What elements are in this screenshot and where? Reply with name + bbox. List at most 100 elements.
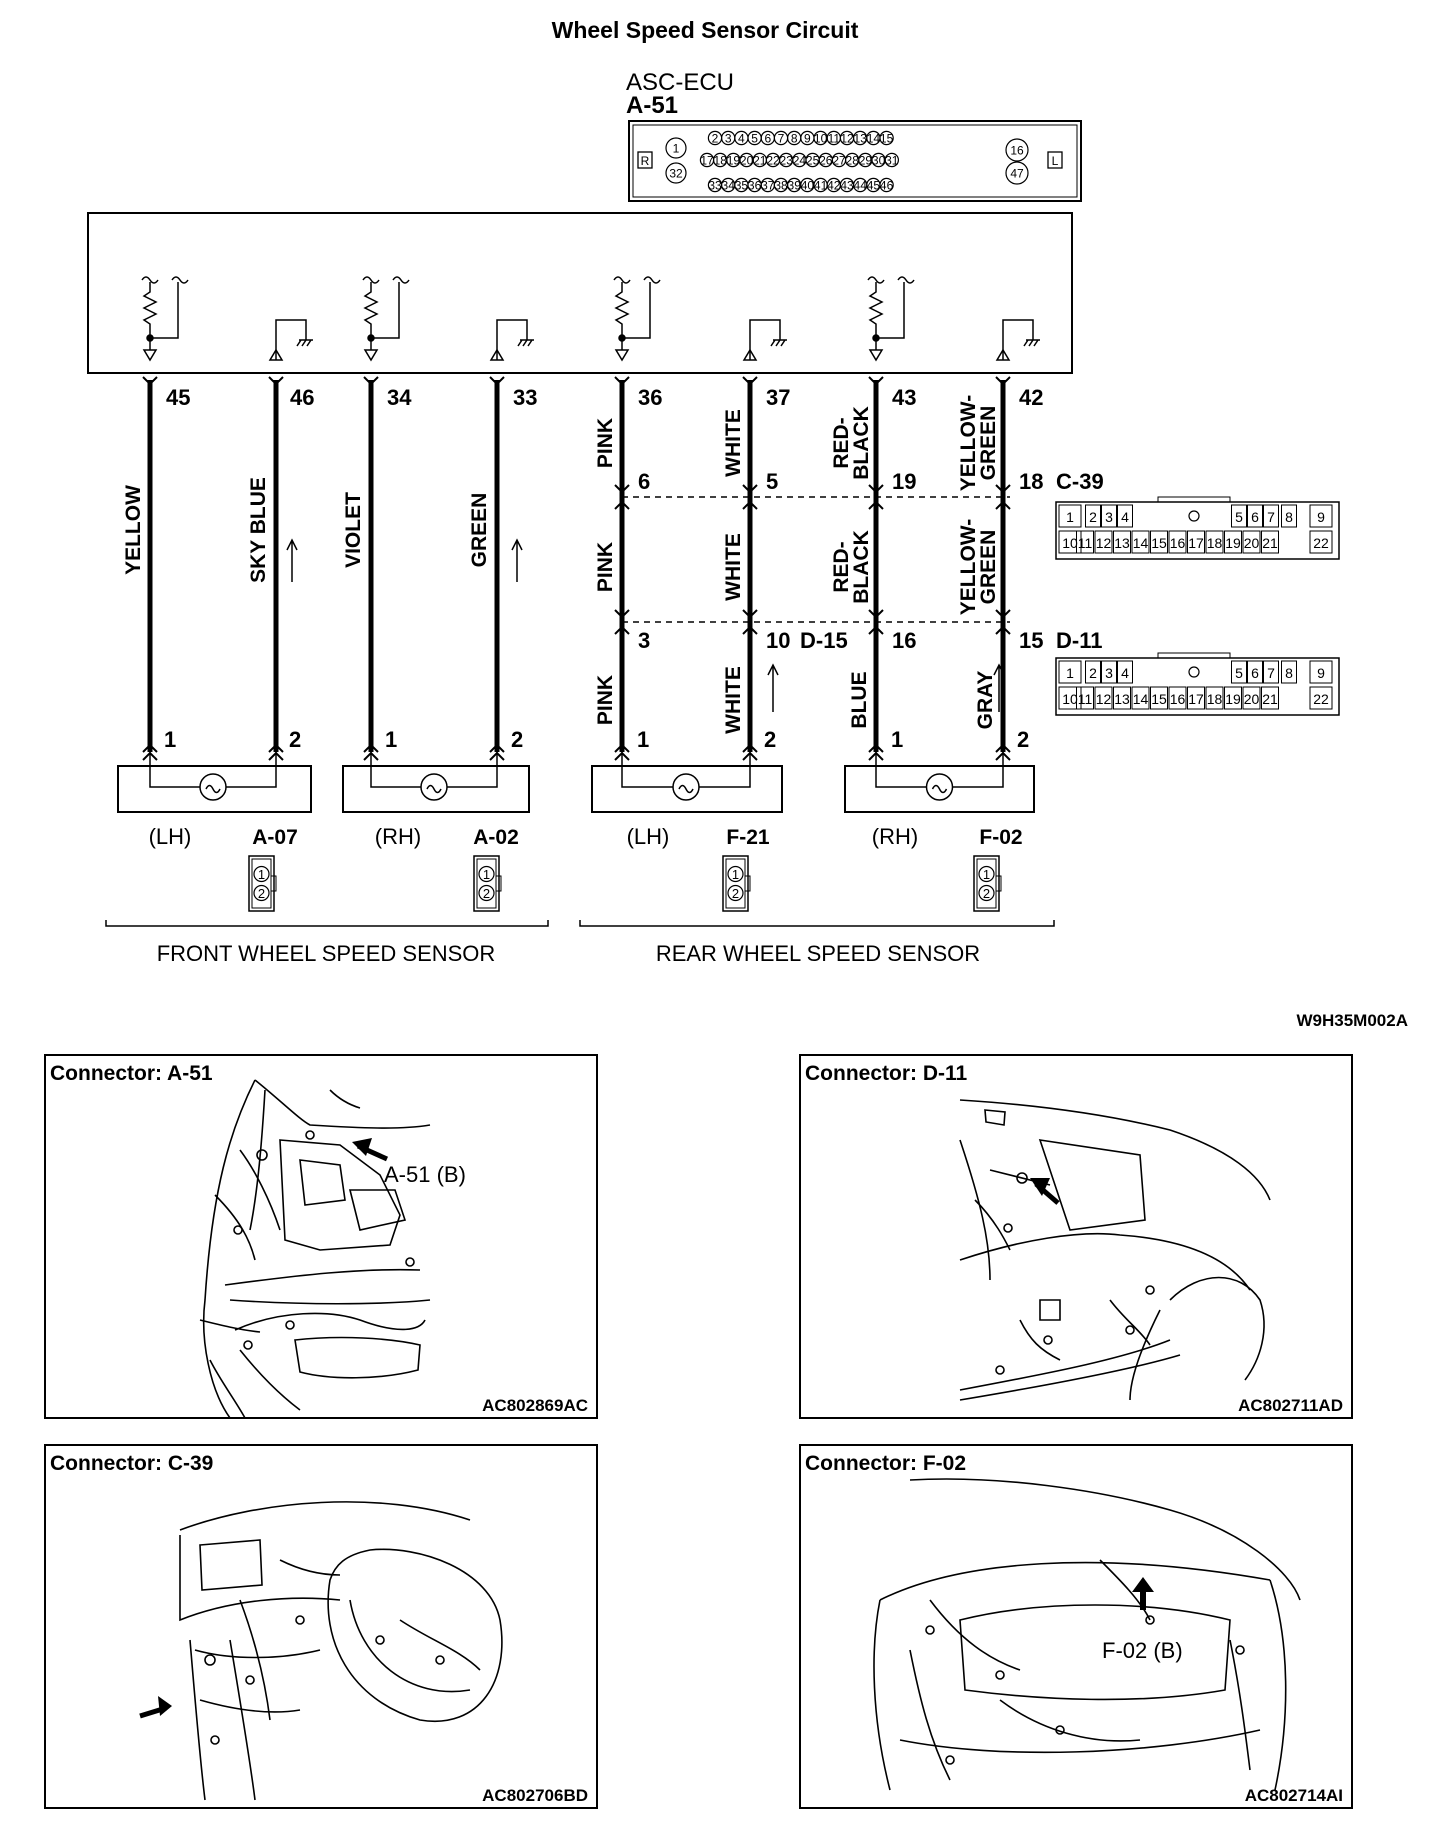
ecu-side-r: R	[641, 154, 650, 168]
svg-text:39: 39	[788, 179, 802, 193]
wire-label-red-black-upper-1: RED-	[830, 417, 853, 468]
panel-a51-code: AC802869AC	[482, 1396, 588, 1415]
wire-label-green: GREEN	[468, 493, 491, 568]
sensor-connector-faces: 12 12 12 12	[248, 855, 1002, 912]
c39-pin-18: 18	[1019, 469, 1043, 494]
wire-label-white-upper: WHITE	[722, 409, 745, 477]
sensor-f02-pin-1: 1	[891, 727, 903, 752]
svg-text:22: 22	[1313, 691, 1329, 707]
ecu-pin-28: 28	[845, 152, 860, 168]
sensor-f21-connector: F-21	[726, 826, 770, 849]
ecu-pin-5: 5	[747, 130, 762, 146]
wire-label-yellow-green-mid-2: GREEN	[977, 530, 1000, 605]
svg-text:13: 13	[1114, 535, 1130, 551]
svg-text:20: 20	[740, 154, 754, 168]
svg-text:14: 14	[867, 132, 881, 146]
svg-text:28: 28	[846, 154, 860, 168]
ecu-pin-42: 42	[826, 177, 842, 193]
wire-label-sky-blue: SKY BLUE	[247, 477, 270, 583]
d15-pin-10: 10	[766, 628, 790, 653]
svg-text:20: 20	[1244, 691, 1260, 707]
sensor-a07-side: (LH)	[149, 824, 192, 849]
svg-text:14: 14	[1133, 535, 1149, 551]
ecu-pin-32: 32	[665, 162, 687, 184]
svg-text:9: 9	[804, 132, 811, 146]
svg-text:7: 7	[1267, 509, 1275, 525]
svg-text:24: 24	[793, 154, 807, 168]
svg-text:15: 15	[880, 132, 894, 146]
svg-text:1: 1	[732, 867, 739, 882]
pin-45: 45	[166, 385, 190, 410]
sensor-a02-pin-2: 2	[511, 727, 523, 752]
svg-text:43: 43	[840, 179, 854, 193]
panel-c39-title: Connector: C-39	[50, 1452, 213, 1475]
ecu-ground-circuit	[489, 319, 534, 361]
pin-37: 37	[766, 385, 790, 410]
ecu-side-l: L	[1052, 154, 1059, 168]
ecu-pin-43: 43	[839, 177, 855, 193]
c39-label: C-39	[1056, 469, 1104, 494]
ecu-connector-label: A-51	[626, 92, 678, 119]
ecu-pin-29: 29	[858, 152, 873, 168]
ecu-pin-8: 8	[787, 130, 802, 146]
ecu-pin-2: 2	[707, 130, 723, 146]
ecu-pin-44: 44	[853, 177, 868, 193]
wire-label-white-lower: WHITE	[722, 666, 745, 734]
sensor-f21-side: (LH)	[627, 824, 670, 849]
svg-text:5: 5	[751, 132, 758, 146]
svg-text:6: 6	[1251, 665, 1259, 681]
svg-text:37: 37	[761, 179, 775, 193]
svg-text:42: 42	[827, 179, 841, 193]
ecu-pin-4: 4	[734, 130, 749, 146]
svg-text:15: 15	[1151, 691, 1167, 707]
sensor-f21-pin-1: 1	[637, 727, 649, 752]
harness-wire-46	[268, 376, 284, 761]
ecu-pin-41: 41	[813, 177, 828, 193]
pin-36: 36	[638, 385, 662, 410]
ecu-pin-15: 15	[879, 130, 894, 146]
svg-text:40: 40	[801, 179, 815, 193]
ecu-body	[87, 212, 1073, 374]
svg-text:4: 4	[1121, 509, 1129, 525]
svg-text:2: 2	[1089, 665, 1097, 681]
svg-text:32: 32	[669, 167, 683, 181]
ecu-pin-27: 27	[831, 152, 847, 168]
panel-a51: Connector: A-51 A-51 (B) AC802869AC	[44, 1054, 598, 1419]
connector-face-A-02: 12	[473, 855, 502, 912]
ecu-pin-9: 9	[800, 130, 815, 146]
panel-c39: Connector: C-39 AC802706BD	[44, 1444, 598, 1809]
svg-text:9: 9	[1317, 665, 1325, 681]
sensor-a07-pin-1: 1	[164, 727, 176, 752]
svg-text:17: 17	[1188, 691, 1204, 707]
ecu-pin-23: 23	[779, 152, 794, 168]
wire-label-pink-lower: PINK	[594, 675, 617, 725]
ecu-pin-13: 13	[853, 130, 868, 146]
connector-face-A-07: 12	[248, 855, 277, 912]
svg-text:10: 10	[814, 132, 828, 146]
harness-wire-33	[489, 376, 505, 761]
ecu-ground-circuit	[742, 319, 787, 361]
panel-f02: Connector: F-02 F-02 (B) AC802714AI	[799, 1444, 1353, 1809]
pin-42: 42	[1019, 385, 1043, 410]
svg-text:31: 31	[885, 154, 899, 168]
connector-face-F-21: 12	[722, 855, 751, 912]
ecu-pin-21: 21	[752, 152, 768, 168]
ecu-pin-30: 30	[871, 152, 886, 168]
wire-label-yellow-green-upper-1: YELLOW-	[957, 395, 980, 491]
ecu-ground-circuit	[995, 319, 1040, 361]
ecu-pin-14: 14	[866, 130, 881, 146]
figure-code: W9H35M002A	[1297, 1011, 1409, 1030]
svg-text:8: 8	[791, 132, 798, 146]
ecu-pin-12: 12	[839, 130, 855, 146]
rear-group-brace	[579, 920, 1055, 927]
connector-face-F-02: 12	[973, 855, 1002, 912]
diagram-title: Wheel Speed Sensor Circuit	[552, 17, 859, 43]
sensor-a02-connector: A-02	[473, 826, 519, 849]
ecu-pin-20: 20	[739, 152, 754, 168]
ecu-pin-10: 10	[813, 130, 828, 146]
svg-text:19: 19	[1225, 535, 1241, 551]
wire-label-red-black-mid-1: RED-	[830, 541, 853, 592]
ecu-pin-36: 36	[747, 177, 762, 193]
